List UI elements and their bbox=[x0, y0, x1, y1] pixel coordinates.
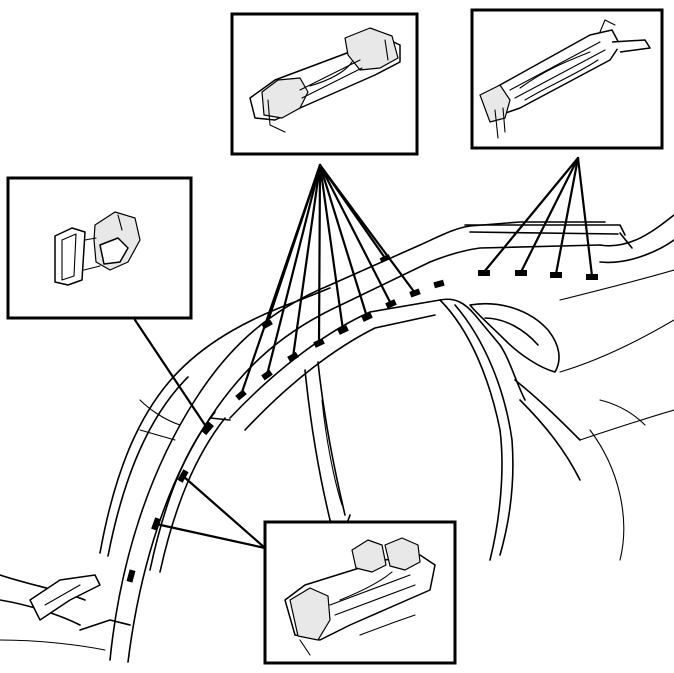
clip-detail-upper-right bbox=[470, 8, 664, 150]
clip-detail-bottom bbox=[263, 520, 457, 665]
retainer-clip-icon bbox=[54, 211, 141, 286]
trim-clip-icon bbox=[249, 27, 401, 133]
vehicle-body-outline bbox=[0, 214, 674, 663]
clip-detail-upper-left bbox=[230, 12, 419, 156]
trim-clip-with-wire-icon bbox=[479, 19, 651, 139]
clip-detail-left bbox=[6, 176, 193, 320]
trim-clip-icon bbox=[284, 537, 436, 656]
leader-lines bbox=[133, 156, 594, 550]
